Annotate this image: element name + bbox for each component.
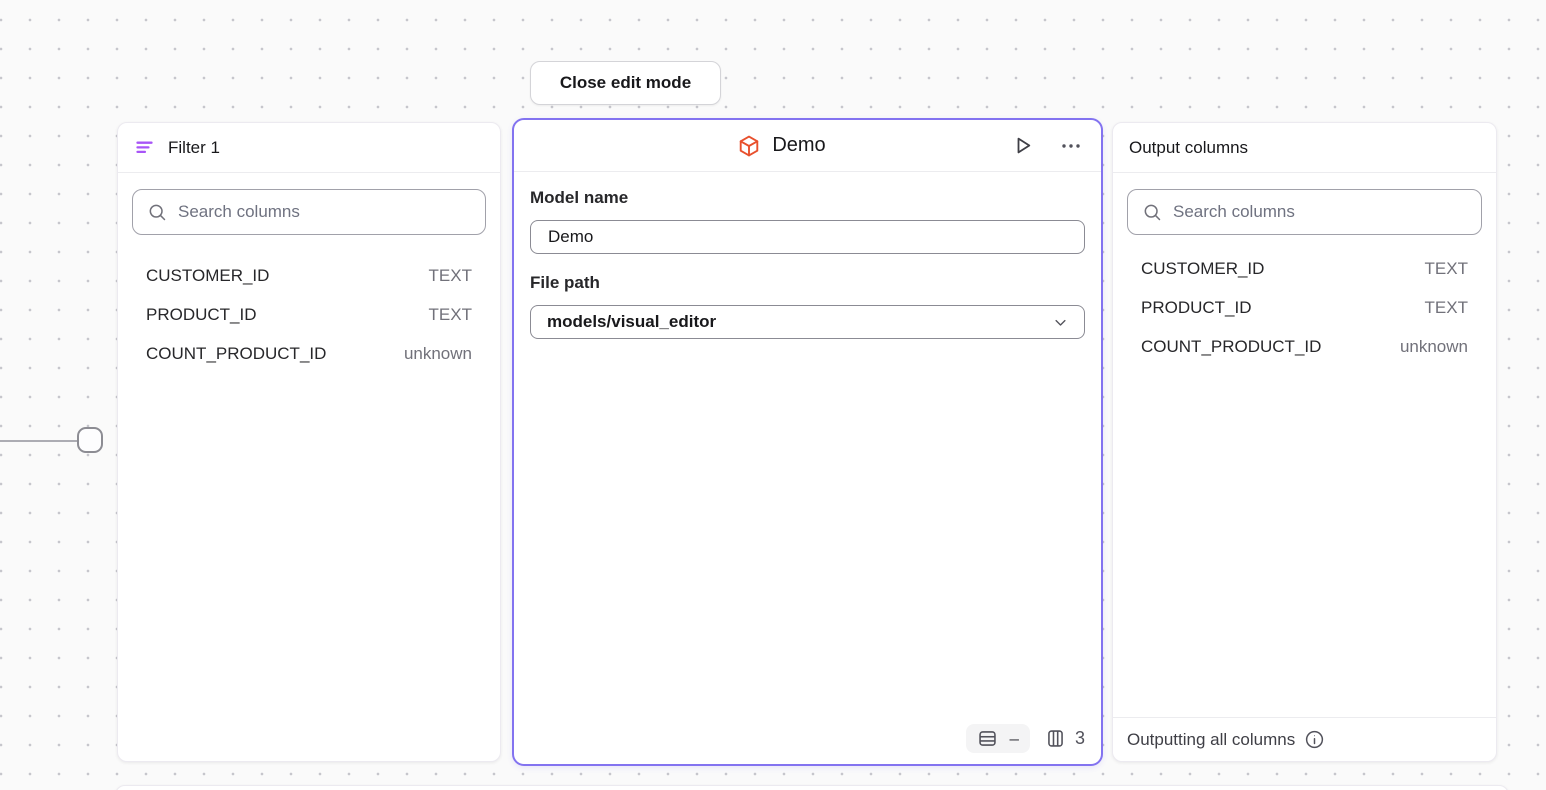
filter-column-list: CUSTOMER_ID TEXT PRODUCT_ID TEXT COUNT_P…: [132, 256, 486, 373]
output-panel-header: Output columns: [1113, 123, 1496, 173]
model-panel-title: Demo: [772, 134, 825, 157]
output-search-input[interactable]: [1173, 202, 1467, 222]
filter-search-box: [132, 189, 486, 235]
output-search-box: [1127, 189, 1482, 235]
bottom-node-panel[interactable]: [115, 785, 1509, 790]
column-type: unknown: [404, 344, 472, 364]
search-icon: [147, 202, 167, 222]
column-type: TEXT: [429, 266, 472, 286]
chevron-down-icon: [1053, 315, 1068, 330]
file-path-label: File path: [530, 273, 1085, 293]
column-row[interactable]: COUNT_PRODUCT_ID unknown: [1127, 327, 1482, 366]
column-row[interactable]: PRODUCT_ID TEXT: [132, 295, 486, 334]
row-count-value: –: [1010, 729, 1019, 749]
model-cube-icon: [737, 134, 761, 158]
model-node-panel[interactable]: Demo Model name File path mod: [512, 118, 1103, 766]
search-icon: [1142, 202, 1162, 222]
edge-connector-handle[interactable]: [77, 427, 103, 453]
column-row[interactable]: PRODUCT_ID TEXT: [1127, 288, 1482, 327]
model-name-label: Model name: [530, 188, 1085, 208]
column-type: unknown: [1400, 337, 1468, 357]
column-count-value: 3: [1075, 728, 1085, 749]
column-name: COUNT_PRODUCT_ID: [1141, 337, 1321, 357]
column-row[interactable]: CUSTOMER_ID TEXT: [132, 256, 486, 295]
output-columns-panel[interactable]: Output columns CUSTOMER_ID TEXT PRODUCT_…: [1112, 122, 1497, 762]
column-type: TEXT: [1425, 298, 1468, 318]
model-panel-header[interactable]: Demo: [514, 120, 1101, 172]
output-column-list: CUSTOMER_ID TEXT PRODUCT_ID TEXT COUNT_P…: [1127, 249, 1482, 366]
column-name: PRODUCT_ID: [146, 305, 257, 325]
column-name: CUSTOMER_ID: [1141, 259, 1264, 279]
filter-icon: [134, 137, 155, 158]
column-name: PRODUCT_ID: [1141, 298, 1252, 318]
row-preview-toggle[interactable]: –: [966, 724, 1030, 753]
column-type: TEXT: [1425, 259, 1468, 279]
close-edit-mode-button[interactable]: Close edit mode: [530, 61, 721, 105]
model-name-input[interactable]: [530, 220, 1085, 254]
filter-search-input[interactable]: [178, 202, 471, 222]
filter-panel-title: Filter 1: [168, 138, 220, 158]
column-name: CUSTOMER_ID: [146, 266, 269, 286]
run-model-button[interactable]: [1009, 132, 1037, 160]
column-count-indicator: 3: [1045, 728, 1085, 749]
info-icon[interactable]: [1304, 729, 1325, 750]
column-type: TEXT: [429, 305, 472, 325]
table-columns-icon: [1045, 728, 1066, 749]
column-row[interactable]: CUSTOMER_ID TEXT: [1127, 249, 1482, 288]
file-path-select[interactable]: models/visual_editor: [530, 305, 1085, 339]
output-footer-text: Outputting all columns: [1127, 730, 1295, 750]
table-rows-icon: [977, 728, 998, 749]
more-options-button[interactable]: [1057, 132, 1085, 160]
file-path-value: models/visual_editor: [547, 312, 716, 332]
filter-panel-header[interactable]: Filter 1: [118, 123, 500, 173]
output-panel-title: Output columns: [1129, 138, 1248, 158]
column-row[interactable]: COUNT_PRODUCT_ID unknown: [132, 334, 486, 373]
edge-connector-line: [0, 440, 78, 442]
column-name: COUNT_PRODUCT_ID: [146, 344, 326, 364]
filter-node-panel[interactable]: Filter 1 CUSTOMER_ID TEXT PRODUCT_ID TEX: [117, 122, 501, 762]
